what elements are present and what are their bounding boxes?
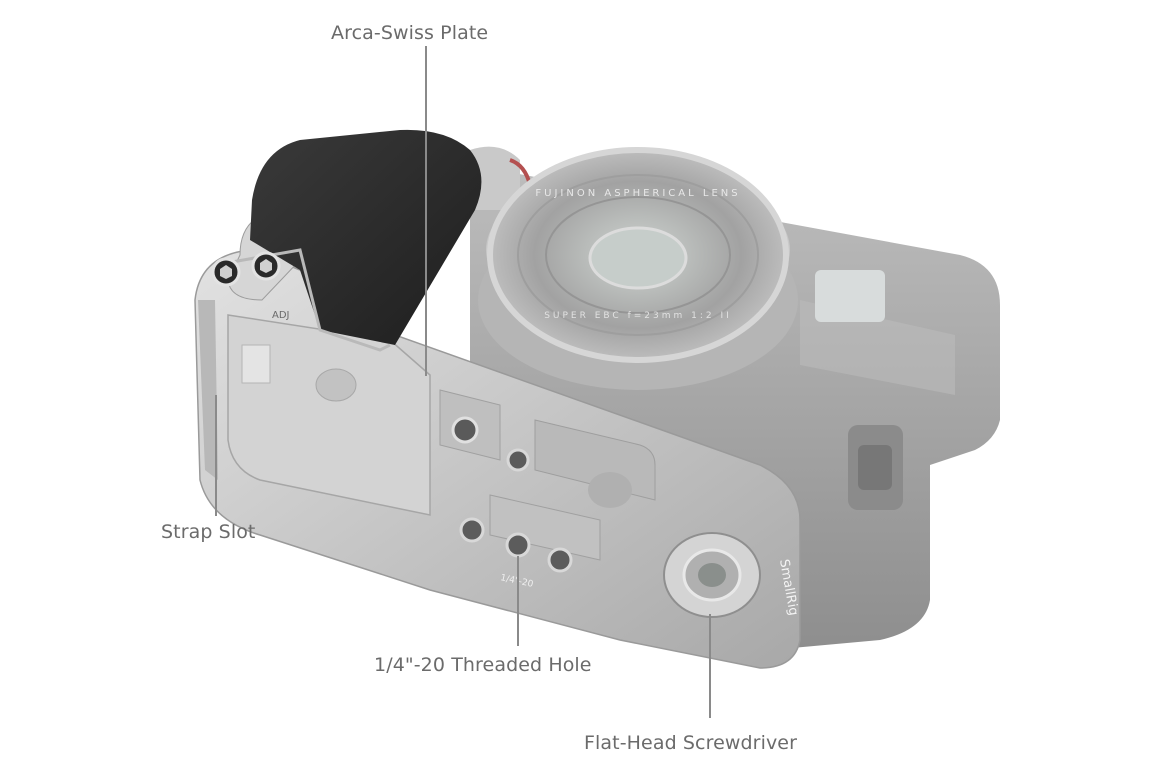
threaded-holes: [451, 416, 573, 573]
callout-line: [215, 395, 217, 516]
battery-door-cutout: [227, 314, 431, 516]
label-threaded-hole: 1/4"-20 Threaded Hole: [374, 654, 592, 676]
callout-line: [517, 556, 519, 646]
leather-grip: [250, 129, 482, 345]
cage-engraving: ADJ: [272, 310, 290, 321]
top-lcd-window: [815, 270, 885, 322]
callout-line: [709, 614, 711, 718]
label-arca-swiss-plate: Arca-Swiss Plate: [331, 22, 489, 44]
lens-glass: [588, 226, 688, 290]
label-strap-slot: Strap Slot: [161, 521, 256, 543]
strap-slot: [198, 300, 218, 480]
lens-text-bottom: SUPER EBC f=23mm 1:2 II: [544, 311, 732, 321]
lens-text-top: FUJINON ASPHERICAL LENS: [535, 188, 740, 199]
label-flat-head-screwdriver: Flat-Head Screwdriver: [584, 732, 798, 754]
lens: FUJINON ASPHERICAL LENS SUPER EBC f=23mm…: [478, 147, 798, 390]
handgrip: [198, 129, 482, 480]
callout-line: [425, 46, 427, 376]
captive-screw: [451, 416, 479, 444]
flat-head-screwdriver-part: [663, 532, 761, 618]
cage-baseplate: 1/4"-20 SmallRig ADJ: [194, 249, 801, 669]
hex-screws: [211, 251, 281, 287]
